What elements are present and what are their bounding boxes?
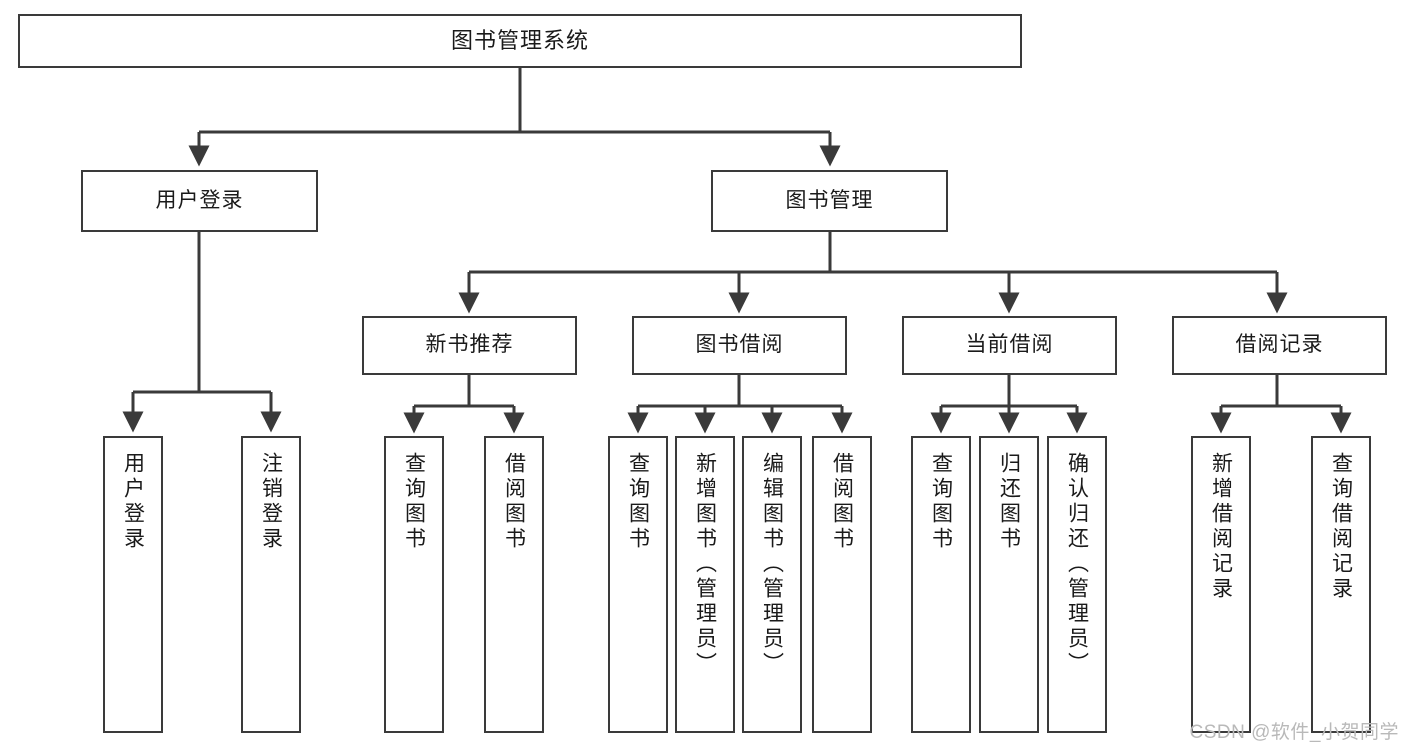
- leaf-borrow-borrow-book[interactable]: 借阅图书: [812, 436, 872, 733]
- leaf-recommend-borrow-book[interactable]: 借阅图书: [484, 436, 544, 733]
- node-book-management[interactable]: 图书管理: [711, 170, 948, 232]
- node-label: 查询借阅记录: [1329, 452, 1353, 602]
- node-book-borrow[interactable]: 图书借阅: [632, 316, 847, 375]
- node-label: 图书管理: [785, 188, 874, 212]
- node-label: 借阅图书: [502, 452, 526, 552]
- leaf-borrow-query-book[interactable]: 查询图书: [608, 436, 668, 733]
- leaf-record-query-record[interactable]: 查询借阅记录: [1311, 436, 1371, 733]
- node-borrow-record[interactable]: 借阅记录: [1172, 316, 1387, 375]
- node-label: 图书管理系统: [450, 28, 589, 54]
- leaf-current-query-book[interactable]: 查询图书: [911, 436, 971, 733]
- node-label: 编辑图书（管理员）: [760, 452, 784, 677]
- node-root-system[interactable]: 图书管理系统: [18, 14, 1022, 68]
- node-label: 图书借阅: [695, 333, 784, 357]
- node-label: 新书推荐: [425, 333, 514, 357]
- node-label: 借阅记录: [1235, 333, 1324, 357]
- node-label: 新增借阅记录: [1209, 452, 1233, 602]
- node-label: 注销登录: [259, 452, 283, 552]
- node-user-login[interactable]: 用户登录: [81, 170, 318, 232]
- node-current-borrow[interactable]: 当前借阅: [902, 316, 1117, 375]
- leaf-borrow-add-book-admin[interactable]: 新增图书（管理员）: [675, 436, 735, 733]
- leaf-user-login-logout[interactable]: 注销登录: [241, 436, 301, 733]
- node-label: 查询图书: [929, 452, 953, 552]
- csdn-watermark: CSDN @软件_小贺同学: [1189, 722, 1399, 743]
- leaf-borrow-edit-book-admin[interactable]: 编辑图书（管理员）: [742, 436, 802, 733]
- node-label: 新增图书（管理员）: [693, 452, 717, 677]
- node-label: 用户登录: [121, 452, 145, 552]
- leaf-record-add-record[interactable]: 新增借阅记录: [1191, 436, 1251, 733]
- node-label: 当前借阅: [965, 333, 1054, 357]
- leaf-user-login-login[interactable]: 用户登录: [103, 436, 163, 733]
- node-label: 查询图书: [402, 452, 426, 552]
- leaf-recommend-query-book[interactable]: 查询图书: [384, 436, 444, 733]
- leaf-current-confirm-return-admin[interactable]: 确认归还（管理员）: [1047, 436, 1107, 733]
- node-label: 查询图书: [626, 452, 650, 552]
- node-new-book-recommend[interactable]: 新书推荐: [362, 316, 577, 375]
- node-label: 借阅图书: [830, 452, 854, 552]
- node-label: 确认归还（管理员）: [1065, 452, 1089, 677]
- leaf-current-return-book[interactable]: 归还图书: [979, 436, 1039, 733]
- node-label: 归还图书: [997, 452, 1021, 552]
- node-label: 用户登录: [155, 188, 244, 212]
